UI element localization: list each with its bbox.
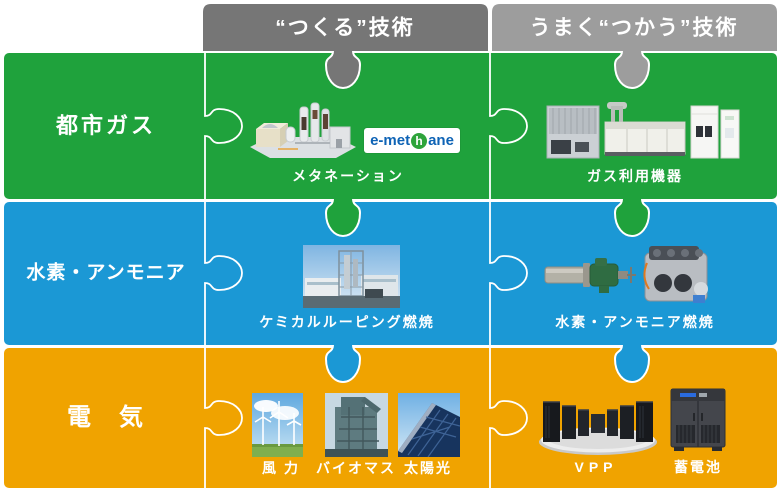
- chemical-looping-photo: [303, 245, 400, 308]
- wind-turbines: [254, 401, 302, 446]
- puzzle-knob-outlines: [204, 53, 528, 488]
- hydrogen-burner: [544, 258, 636, 293]
- e-methane-logo-post: ane: [428, 132, 454, 149]
- cell-label-gas-appliances: ガス利用機器: [587, 168, 683, 184]
- ghp-chiller-unit: [546, 105, 600, 159]
- header-use-label: うまく“つかう”技術: [529, 16, 739, 40]
- gas-appliances-illustration: [546, 102, 740, 159]
- cell-label-biomass: バイオマス: [316, 460, 396, 476]
- cell-label-storage-battery: 蓄電池: [674, 459, 722, 475]
- row-label-city-gas: 都市ガス: [55, 113, 157, 138]
- row-city-gas-piece: [4, 53, 777, 199]
- e-methane-logo-leaf-icon: h: [411, 132, 428, 149]
- header-use-piece: [492, 4, 777, 51]
- puzzle-tabs: [324, 50, 651, 384]
- header-create-piece: [203, 4, 488, 51]
- cell-label-metanation: メタネーション: [292, 168, 404, 184]
- biomass-plant-photo: [325, 393, 388, 457]
- header-create-label: “つくる”技術: [275, 16, 415, 40]
- fuel-cell-cabinets: [690, 105, 740, 159]
- cell-label-vpp: VPP: [574, 459, 618, 475]
- cell-label-chemical-looping: ケミカルルーピング燃焼: [259, 314, 435, 330]
- combustion-equipment-illustration: [544, 246, 708, 303]
- row-label-hydrogen-ammonia: 水素・アンモニア: [26, 262, 186, 284]
- cell-label-wind: 風 力: [262, 460, 300, 476]
- ammonia-engine: [643, 246, 708, 303]
- server-racks: [543, 401, 653, 442]
- solar-panel-photo: [398, 393, 460, 457]
- metanation-plant-illustration: [250, 102, 356, 158]
- vpp-server-illustration: [539, 401, 657, 455]
- storage-battery-illustration: [670, 388, 726, 451]
- e-methane-logo-h: h: [415, 133, 423, 148]
- cell-label-solar: 太陽光: [404, 460, 452, 476]
- cell-label-hydrogen-ammonia-combustion: 水素・アンモニア燃焼: [555, 314, 715, 330]
- wind-power-photo: [252, 393, 303, 457]
- row-label-electricity: 電 気: [67, 404, 145, 431]
- cogeneration-unit: [604, 102, 686, 156]
- e-methane-logo-pre: e-met: [370, 132, 411, 149]
